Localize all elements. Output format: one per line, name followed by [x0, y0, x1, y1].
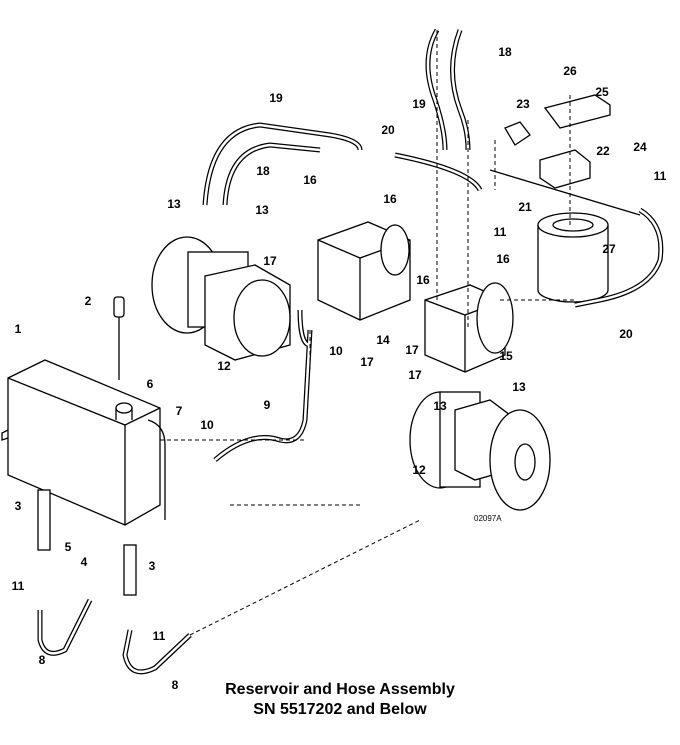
reservoir-tank — [1, 359, 161, 526]
callout-15: 15 — [499, 349, 513, 363]
callout-3: 3 — [15, 499, 22, 513]
callout-19: 19 — [412, 97, 426, 111]
leader-21 — [489, 169, 641, 216]
callout-5: 5 — [65, 540, 72, 554]
pump-left — [151, 236, 291, 361]
callout-17: 17 — [263, 254, 277, 268]
callout-18: 18 — [256, 164, 270, 178]
caption-line1: Reservoir and Hose Assembly — [225, 681, 455, 698]
filter-head — [504, 94, 611, 189]
callout-11: 11 — [12, 579, 25, 593]
callout-16: 16 — [303, 173, 317, 187]
callout-12: 12 — [412, 463, 426, 477]
callout-20: 20 — [619, 327, 633, 341]
callout-7: 7 — [176, 404, 183, 418]
callout-11: 11 — [153, 629, 166, 643]
callout-16: 16 — [416, 273, 430, 287]
callout-12: 12 — [217, 359, 231, 373]
callout-22: 22 — [596, 144, 610, 158]
callout-13: 13 — [167, 197, 181, 211]
callout-8: 8 — [172, 678, 179, 692]
oil-filter — [537, 212, 609, 303]
callout-23: 23 — [516, 97, 530, 111]
callout-10: 10 — [200, 418, 214, 432]
callout-13: 13 — [512, 380, 526, 394]
callout-18: 18 — [498, 45, 512, 59]
suction-strainer-right — [123, 544, 137, 596]
breather-tube — [147, 419, 166, 520]
callout-17: 17 — [405, 343, 419, 357]
callout-11: 11 — [494, 225, 507, 239]
callout-16: 16 — [383, 192, 397, 206]
motor-bottom — [409, 391, 551, 511]
callout-14: 14 — [376, 333, 390, 347]
callout-17: 17 — [360, 355, 374, 369]
callout-20: 20 — [381, 123, 395, 137]
callout-26: 26 — [563, 64, 577, 78]
caption-line2: SN 5517202 and Below — [253, 701, 427, 718]
callout-19: 19 — [269, 91, 283, 105]
callout-27: 27 — [602, 242, 616, 256]
drawing-code: 02097A — [474, 514, 502, 523]
callout-11: 11 — [654, 169, 667, 183]
callout-8: 8 — [39, 653, 46, 667]
dashed-leaders — [160, 30, 575, 636]
callout-25: 25 — [595, 85, 609, 99]
callout-24: 24 — [633, 140, 647, 154]
callout-17: 17 — [408, 368, 422, 382]
callout-4: 4 — [81, 555, 88, 569]
callout-3: 3 — [149, 559, 156, 573]
callout-21: 21 — [518, 200, 532, 214]
suction-strainer-left — [37, 489, 51, 551]
callout-13: 13 — [433, 399, 447, 413]
callout-10: 10 — [329, 344, 343, 358]
callout-16: 16 — [496, 252, 510, 266]
callout-1: 1 — [15, 322, 22, 336]
callout-9: 9 — [264, 398, 271, 412]
dipstick — [113, 296, 125, 380]
pump-center — [317, 221, 411, 321]
callout-2: 2 — [85, 294, 92, 308]
callout-6: 6 — [147, 377, 154, 391]
callout-13: 13 — [255, 203, 269, 217]
